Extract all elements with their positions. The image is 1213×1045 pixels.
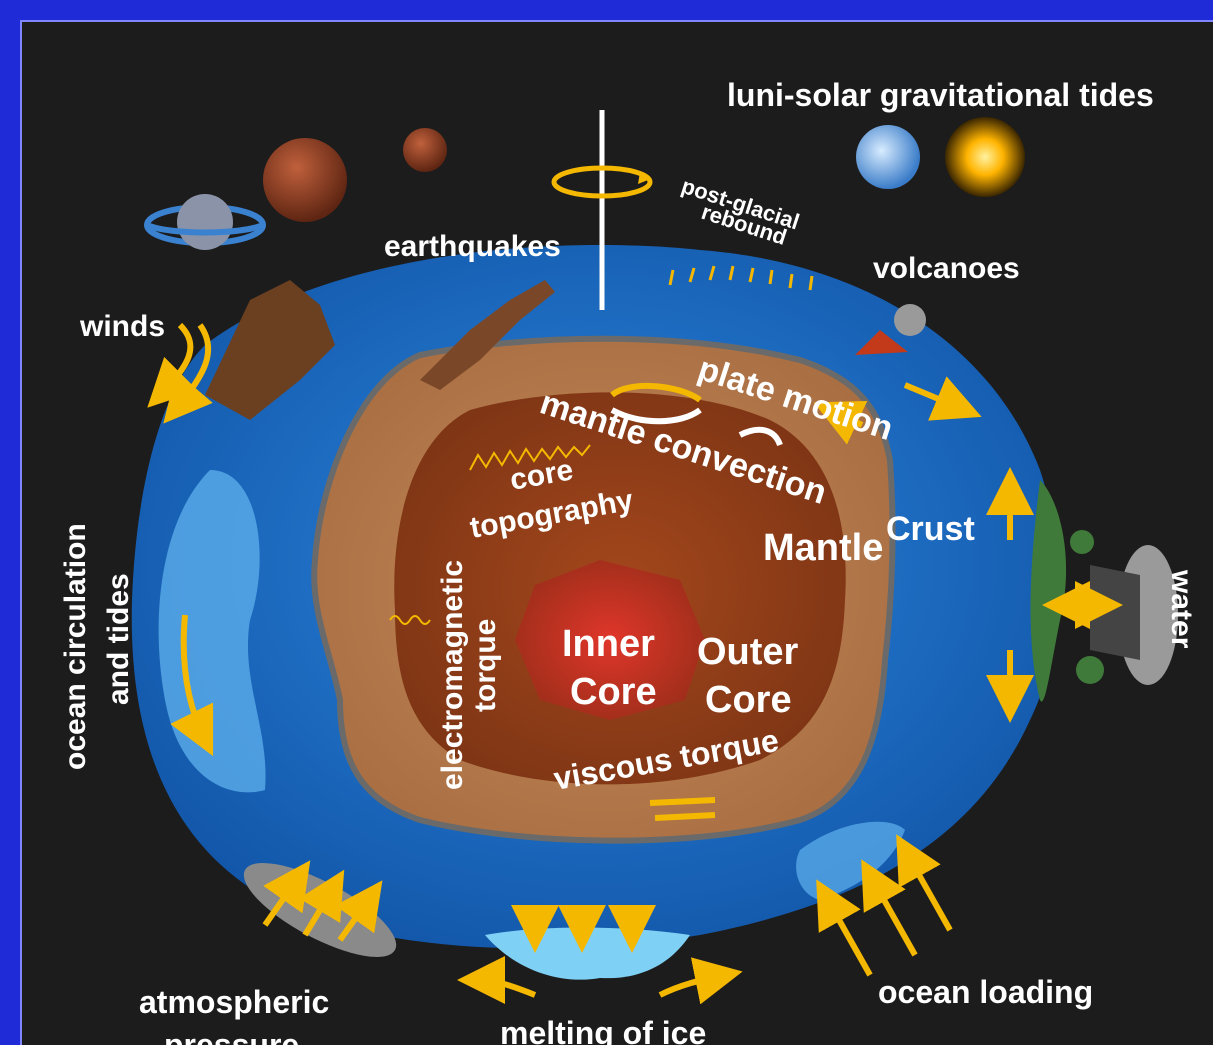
diagram-panel: luni-solar gravitational tides post-glac… <box>20 20 1213 1045</box>
saturn-icon <box>144 194 266 250</box>
label-atmospheric: atmospheric <box>139 984 329 1020</box>
label-ocean-loading: ocean loading <box>878 974 1093 1010</box>
electromagnetic-coil <box>389 615 431 625</box>
label-outer-core: Core <box>705 679 792 721</box>
viscous-arrows <box>649 797 716 821</box>
earth-icon <box>856 125 920 189</box>
inner-core-layer <box>515 560 705 720</box>
label-inner-core: Core <box>570 671 657 713</box>
label-and-tides: and tides <box>102 573 135 705</box>
label-luni-solar: luni-solar gravitational tides <box>727 77 1154 113</box>
earthquake-fault-icon <box>420 280 555 390</box>
mars-icon <box>263 138 347 222</box>
label-earthquakes: earthquakes <box>384 230 561 263</box>
rotation-axis-icon <box>551 110 653 310</box>
label-winds: winds <box>79 310 165 343</box>
small-planet-icon <box>403 128 447 172</box>
label-pressure: pressure <box>164 1027 299 1045</box>
tree-icon <box>1070 530 1104 684</box>
core-topography-line <box>469 444 591 471</box>
label-volcanoes: volcanoes <box>873 252 1020 285</box>
label-water: water <box>1165 569 1198 649</box>
label-melting-of-ice: melting of ice <box>500 1015 706 1045</box>
post-glacial-rebound-ticks <box>668 265 814 291</box>
label-torque: torque <box>469 619 502 712</box>
earth-rotation-diagram: luni-solar gravitational tides post-glac… <box>59 77 1198 1045</box>
label-inner: Inner <box>562 623 655 665</box>
volcano-icon <box>855 304 926 355</box>
label-crust: Crust <box>886 510 975 548</box>
wind-mountains-icon <box>205 280 335 420</box>
convection-arrows <box>610 382 783 447</box>
label-outer: Outer <box>697 631 799 673</box>
label-mantle: Mantle <box>763 527 883 569</box>
force-arrows <box>147 322 1123 1005</box>
ice-sheet <box>485 927 690 980</box>
label-ocean-circulation: ocean circulation <box>59 523 92 770</box>
sun-icon <box>945 117 1025 197</box>
cloud-icon <box>1090 545 1178 685</box>
label-electromagnetic: electromagnetic <box>436 560 469 790</box>
